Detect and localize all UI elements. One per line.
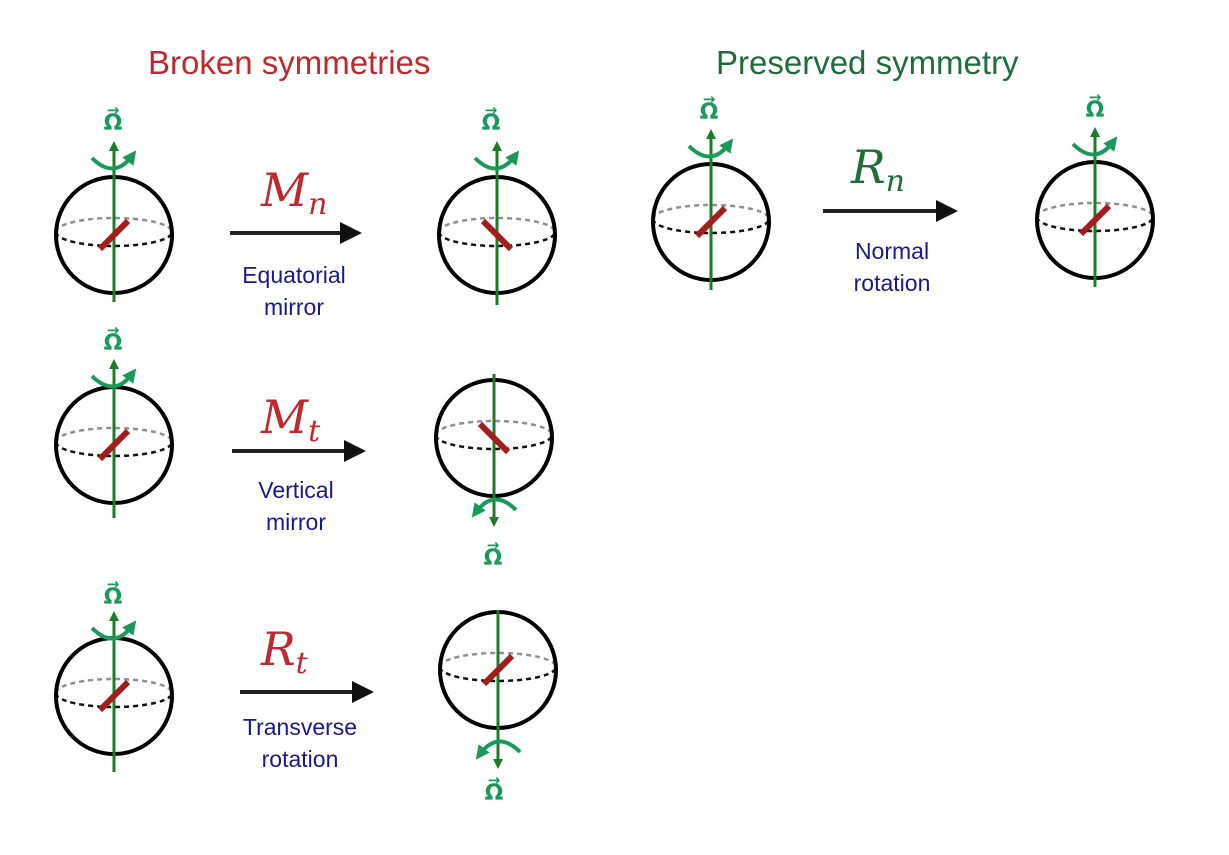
rotation-arrow-icon	[90, 620, 137, 641]
equator-front	[54, 231, 174, 248]
marker	[480, 218, 514, 252]
equator-back	[434, 419, 554, 436]
marker	[481, 653, 515, 687]
equator-back	[438, 651, 558, 668]
omega-label: →Ω	[699, 90, 719, 125]
omega-label: →Ω	[481, 101, 501, 136]
omega-label: →Ω	[103, 575, 123, 610]
marker	[97, 679, 131, 713]
rotation-arrow-icon	[473, 150, 520, 171]
sphere-figure	[1035, 127, 1155, 287]
rotation-arrow-icon	[90, 150, 137, 171]
caption-line: Normal	[854, 238, 930, 264]
equator-back	[54, 426, 174, 443]
sphere-figure	[54, 611, 174, 772]
operator-label-equatorial: Mn	[261, 163, 328, 222]
rotation-arrow-icon	[475, 739, 522, 760]
equator-front	[437, 231, 557, 248]
operator-label-vertical: Mt	[261, 390, 321, 449]
preserved-symmetry-heading: Preserved symmetry	[716, 44, 1019, 81]
caption-line: rotation	[853, 270, 931, 296]
caption-normal-rotation: Normal rotation	[802, 235, 982, 299]
caption-equatorial-mirror: Equatorial mirror	[204, 259, 384, 323]
sphere-figure	[54, 359, 174, 518]
marker	[477, 421, 511, 455]
marker	[97, 218, 131, 252]
equator-front	[651, 218, 771, 235]
equator-front	[1035, 216, 1155, 233]
caption-line: rotation	[261, 746, 339, 772]
transform-arrow-icon	[823, 200, 958, 222]
marker	[1078, 203, 1112, 237]
omega-label: →Ω	[484, 771, 504, 806]
arrow-head	[340, 222, 362, 244]
marker	[694, 205, 728, 239]
transform-arrow-icon	[232, 440, 366, 462]
sphere-figure	[434, 374, 554, 527]
arrow-head	[936, 200, 958, 222]
rotation-arrow-icon	[90, 368, 137, 389]
equator-front	[54, 441, 174, 458]
sphere-figure	[54, 141, 174, 302]
equator-back	[54, 216, 174, 233]
operator-label-normal: Rn	[851, 140, 905, 199]
equator-back	[1035, 201, 1155, 218]
arrow-head	[352, 681, 374, 703]
equator-front	[54, 692, 174, 709]
rotation-arrow-icon	[1071, 136, 1118, 157]
broken-symmetries-heading: Broken symmetries	[148, 44, 431, 81]
caption-line: Transverse	[242, 714, 358, 740]
operator-label-transverse: Rt	[261, 622, 308, 681]
omega-label: →Ω	[103, 321, 123, 356]
caption-line: Equatorial	[242, 262, 346, 288]
rotation-arrow-icon	[471, 497, 518, 518]
marker	[97, 428, 131, 462]
sphere-figure	[437, 141, 557, 305]
omega-label: →Ω	[103, 101, 123, 136]
transform-arrow-icon	[240, 681, 374, 703]
omega-label: →Ω	[483, 536, 503, 571]
caption-line: Vertical	[258, 477, 334, 503]
caption-line: mirror	[265, 509, 327, 535]
transform-arrow-icon	[230, 222, 362, 244]
arrow-head	[344, 440, 366, 462]
equator-front	[438, 666, 558, 683]
sphere-figure	[438, 610, 558, 769]
equator-back	[54, 677, 174, 694]
equator-back	[651, 203, 771, 220]
equator-back	[437, 216, 557, 233]
equator-front	[434, 434, 554, 451]
omega-label: →Ω	[1085, 88, 1105, 123]
caption-vertical-mirror: Vertical mirror	[206, 474, 386, 538]
rotation-arrow-icon	[687, 138, 734, 159]
sphere-figure	[651, 129, 771, 290]
caption-transverse-rotation: Transverse rotation	[210, 711, 390, 775]
caption-line: mirror	[263, 294, 325, 320]
